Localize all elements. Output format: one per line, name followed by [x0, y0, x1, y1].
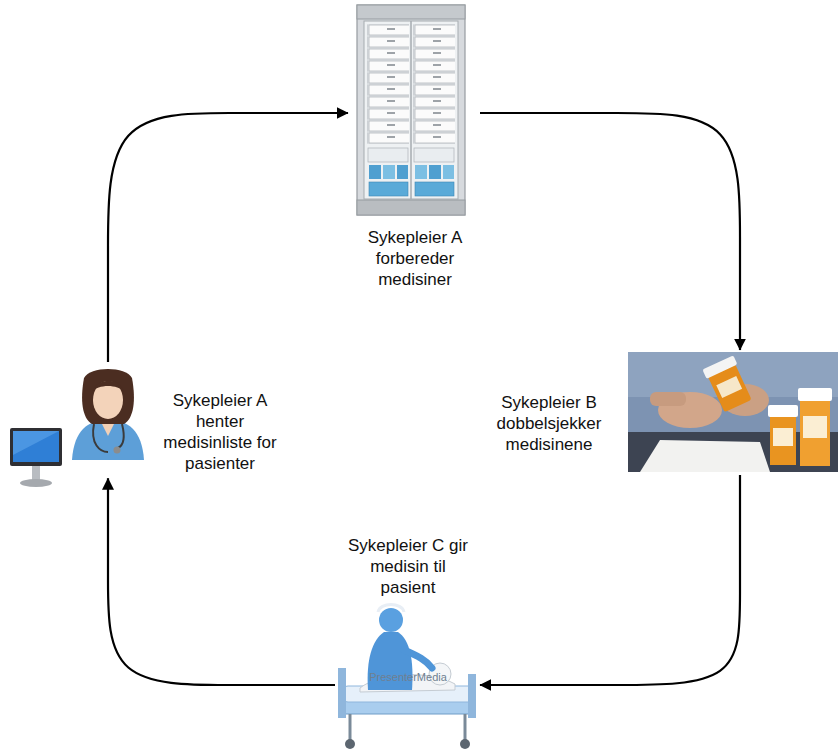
flow-arrow — [108, 113, 348, 362]
watermark: PresenterMedia — [338, 671, 478, 683]
step-label: Sykepleier B dobbelsjekker medisinene — [485, 392, 613, 455]
flow-arrow — [480, 113, 740, 350]
flow-arrow — [108, 478, 335, 685]
medicine-photo — [628, 352, 838, 472]
computer-icon — [10, 428, 62, 487]
step-label: Sykepleier A henter medisinliste for pas… — [161, 390, 279, 474]
process-step: Sykepleier C gir medisin til pasient — [335, 535, 480, 753]
medicine-cabinet — [357, 5, 465, 215]
step-label: Sykepleier C gir medisin til pasient — [341, 535, 475, 598]
process-step: Sykepleier A henter medisinliste for pas… — [5, 362, 285, 478]
process-step: Sykepleier A forbereder medisiner — [350, 5, 480, 294]
process-step: Sykepleier B dobbelsjekker medisinene — [485, 350, 838, 475]
step-label: Sykepleier A forbereder medisiner — [360, 227, 470, 290]
flow-arrow — [480, 475, 740, 685]
nurse-avatar — [72, 369, 144, 460]
